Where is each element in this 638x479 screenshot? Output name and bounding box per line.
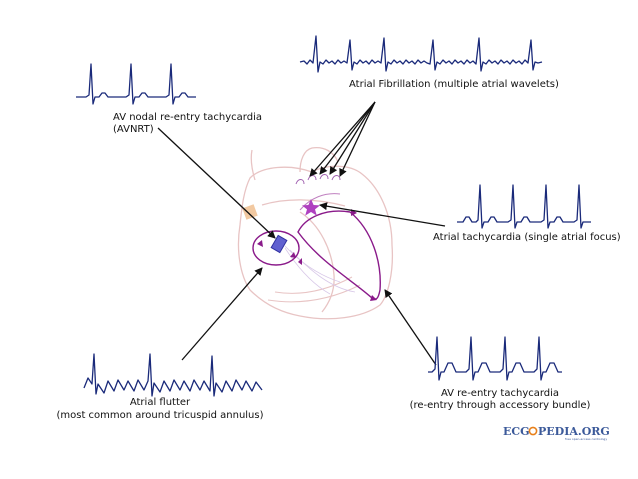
fibrillation-wavelets <box>295 174 341 185</box>
logo-text-right: PEDIA.ORG <box>538 425 610 438</box>
atrial-focus-star <box>302 199 320 216</box>
flutter-circuit <box>252 230 300 266</box>
label-avnrt-line2: (AVNRT) <box>113 124 154 135</box>
sa-node <box>242 204 258 220</box>
ecg-strips <box>76 35 591 397</box>
logo-text-left: ECG <box>503 425 530 438</box>
pointer-arrows <box>157 101 446 366</box>
label-avnrt-line1: AV nodal re-entry tachycardia <box>113 112 262 123</box>
septum-line <box>299 211 335 313</box>
atrial-divider <box>261 199 346 207</box>
inner-ventricle-line <box>267 284 361 303</box>
avrt-arrow <box>384 289 437 366</box>
ecg-afib <box>299 35 543 73</box>
flutter-arrow <box>181 267 263 361</box>
reentry-circuits <box>252 193 381 300</box>
av-node <box>270 234 288 254</box>
logo-tagline: free open-access cardiology <box>565 437 607 441</box>
afib-arrow-4 <box>339 101 376 177</box>
avrt-circuit <box>297 210 381 300</box>
vena-cava-outline <box>250 149 256 181</box>
logo-mark-icon <box>528 426 538 436</box>
ecg-flutter <box>83 353 263 397</box>
ecg-atach <box>457 184 591 229</box>
avnrt-arrow <box>157 127 276 239</box>
fiber-bundles <box>284 245 356 295</box>
label-flutter-line1: Atrial flutter <box>130 397 191 408</box>
label-avrt-line2: (re-entry through accessory bundle) <box>410 400 591 411</box>
afib-arrow-2 <box>319 101 376 175</box>
label-atach: Atrial tachycardia (single atrial focus) <box>433 232 621 243</box>
label-flutter-line2: (most common around tricuspid annulus) <box>56 410 263 421</box>
inner-ventricle-line-2 <box>274 276 353 294</box>
heart-illustration <box>237 146 394 320</box>
atach-arrow <box>319 202 446 227</box>
afib-arrow-3 <box>329 101 376 175</box>
atrial-wavelet-path <box>299 193 341 211</box>
ecgpedia-logo: ECG PEDIA.ORG free open-access cardiolog… <box>503 425 610 441</box>
label-afib: Atrial Fibrillation (multiple atrial wav… <box>349 79 559 90</box>
afib-arrow-1 <box>309 101 376 177</box>
aorta-outline <box>299 146 339 173</box>
label-avrt-line1: AV re-entry tachycardia <box>441 388 559 399</box>
ecg-avrt <box>428 336 562 381</box>
ecg-avnrt <box>76 63 196 105</box>
